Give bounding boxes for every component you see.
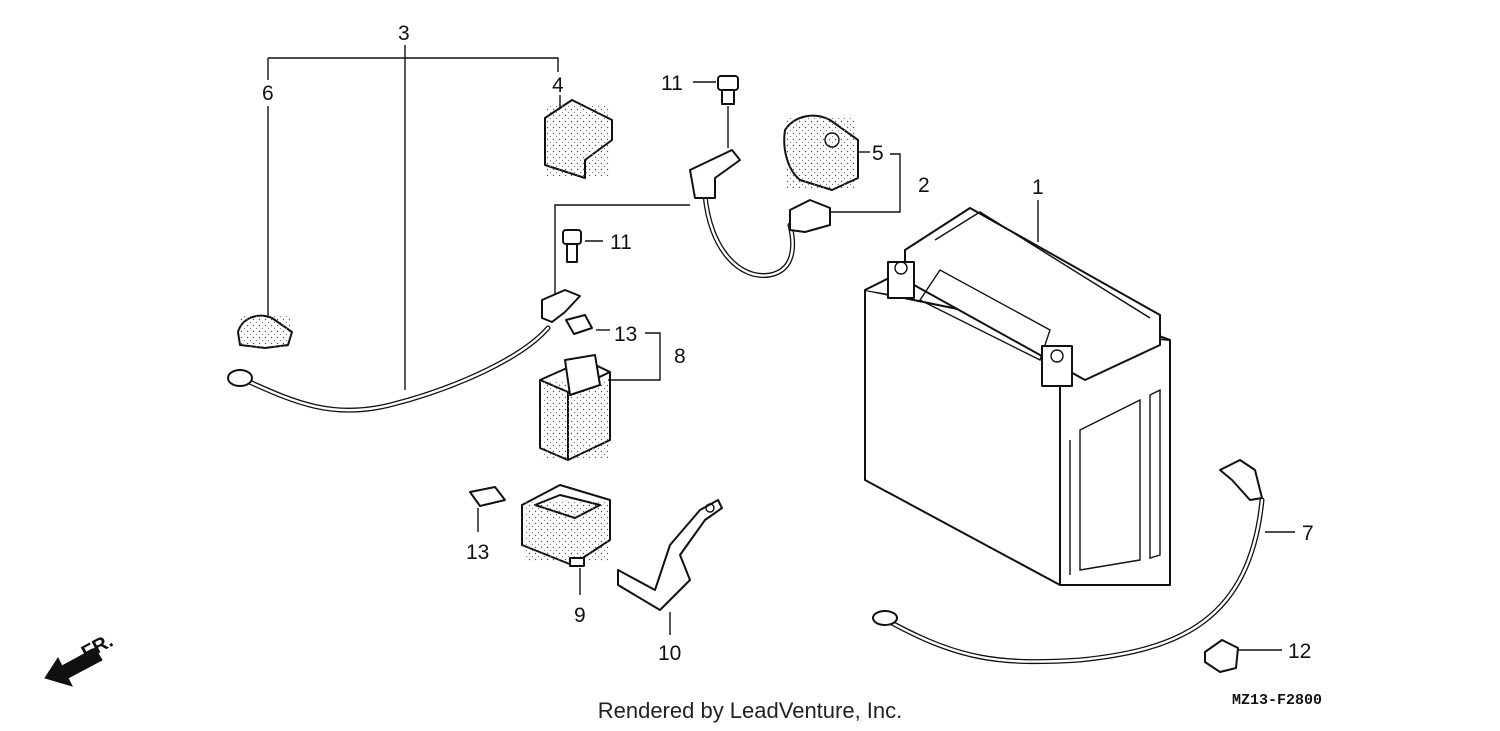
front-direction-arrow: FR. — [44, 630, 117, 687]
callout-9: 9 — [574, 604, 586, 627]
fuse-upper — [565, 314, 593, 335]
bolt-upper — [717, 75, 739, 105]
callout-7: 7 — [1302, 522, 1314, 545]
callout-13-upper: 13 — [614, 323, 637, 346]
cable-short — [689, 149, 831, 279]
callout-10: 10 — [658, 642, 681, 665]
terminal-cover — [783, 114, 859, 191]
battery-terminal-negative — [1041, 345, 1073, 387]
relay-case — [521, 484, 611, 567]
cable-boot — [237, 314, 293, 349]
callout-8: 8 — [674, 345, 686, 368]
cable-clamp — [1204, 639, 1239, 673]
starter-cover — [544, 99, 613, 179]
callout-11-lower: 11 — [610, 231, 632, 254]
callout-1: 1 — [1032, 176, 1044, 199]
callout-2: 2 — [918, 174, 930, 197]
leader-lines — [267, 45, 1295, 651]
callout-numbers: 3 4 6 11 5 2 1 11 13 8 7 13 9 10 12 — [262, 22, 1314, 665]
bolt-lower — [562, 229, 582, 263]
battery-terminal-positive — [887, 261, 915, 299]
callout-12: 12 — [1288, 640, 1311, 663]
callout-3: 3 — [398, 22, 410, 45]
starter-relay — [539, 354, 611, 461]
diagram-code: MZ13-F2800 — [1232, 692, 1323, 709]
relay-bracket — [617, 499, 723, 611]
callout-6: 6 — [262, 82, 274, 105]
starter-cable — [227, 289, 581, 413]
ground-cable — [872, 459, 1265, 665]
callout-4: 4 — [552, 74, 564, 97]
callout-11-upper: 11 — [661, 72, 683, 95]
callout-5: 5 — [872, 142, 884, 165]
battery — [864, 207, 1171, 586]
fuse-lower — [469, 486, 506, 507]
callout-13-lower: 13 — [466, 541, 489, 564]
credit-text: Rendered by LeadVenture, Inc. — [597, 698, 903, 723]
